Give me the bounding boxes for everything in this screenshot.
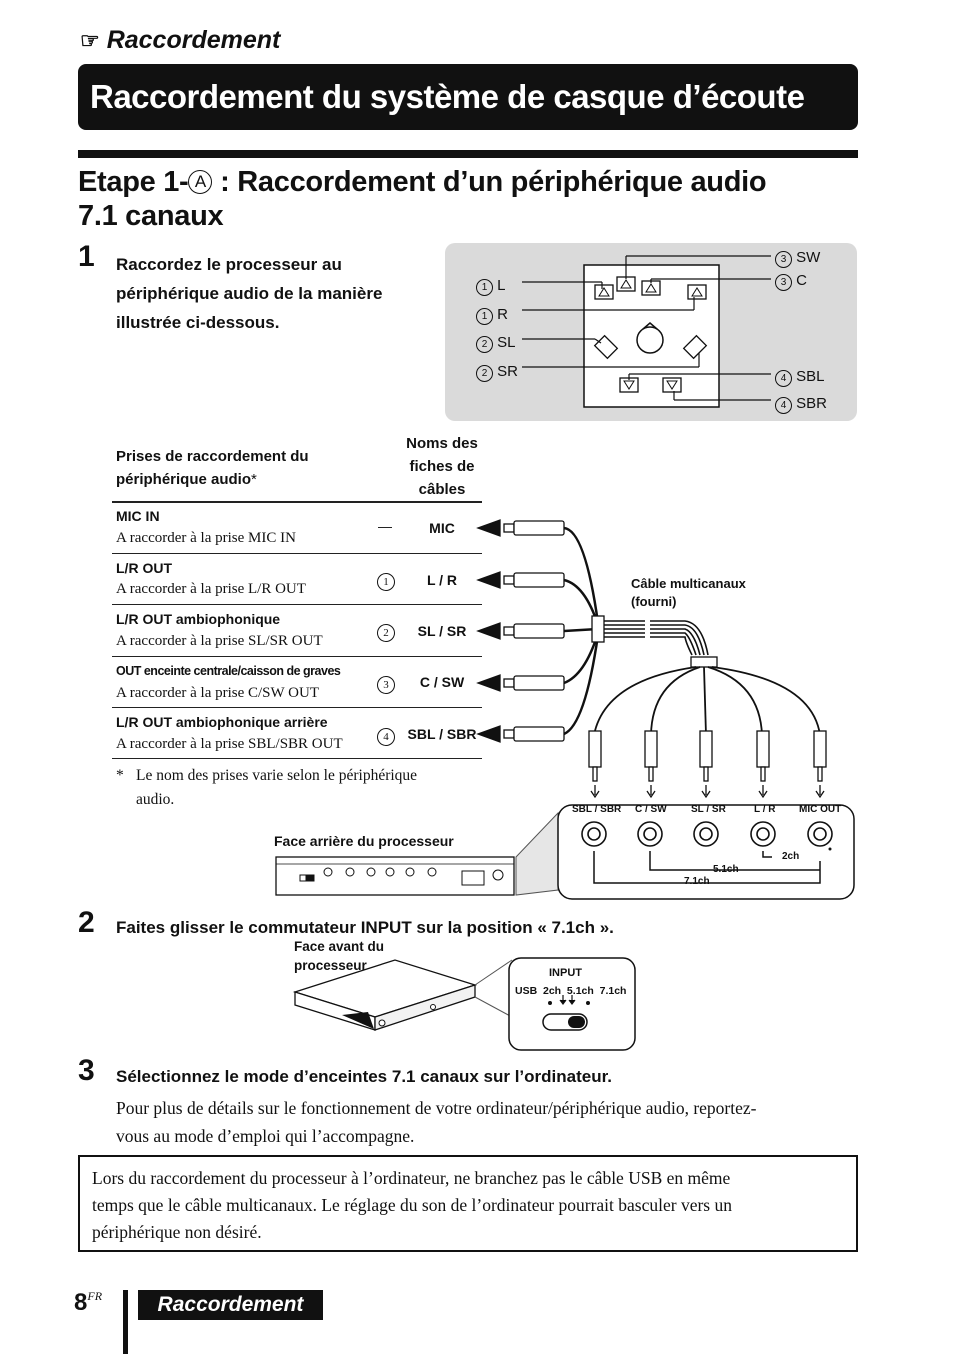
- plug-name-lr: L / R: [426, 572, 458, 588]
- label-R: 1 R: [476, 301, 518, 330]
- processor-rear-panel: [275, 804, 855, 900]
- front-panel-label: Face avant du processeur: [294, 939, 385, 973]
- heading-rule: [78, 150, 858, 158]
- label-SL: 2 SL: [476, 329, 518, 358]
- bracket-51ch: 5.1ch: [713, 864, 739, 875]
- bracket-71ch: 7.1ch: [684, 876, 710, 887]
- table-row-num: 1: [377, 573, 395, 591]
- label-C: 3 C: [775, 269, 820, 292]
- table-row-desc: A raccorder à la prise MIC IN: [116, 530, 296, 546]
- circled-letter: A: [188, 170, 213, 194]
- label-SBR: 4 SBR: [775, 390, 827, 417]
- plug-name-slsr: SL / SR: [417, 623, 467, 639]
- cable-label: Câble multicanaux (fourni): [631, 576, 746, 609]
- label-SW: 3 SW: [775, 246, 820, 269]
- table-row-title: L/R OUT ambiophonique arrière: [116, 714, 328, 730]
- section-label: Raccordement: [106, 26, 281, 54]
- speaker-left-labels: 1 L 1 R 2 SL 2 SR: [476, 272, 518, 386]
- table-row-desc: A raccorder à la prise C/SW OUT: [116, 685, 319, 701]
- table-row-title: MIC IN: [116, 508, 160, 524]
- step-heading: Etape 1-A : Raccordement d’un périphériq…: [78, 166, 767, 232]
- speaker-right-labels-bottom: 4 SBL 4 SBR: [775, 363, 827, 417]
- table-rule: [112, 707, 482, 708]
- table-footnote: * Le nom des prises varie selon le périp…: [116, 767, 418, 808]
- note-box: Lors du raccordement du processeur à l’o…: [78, 1155, 858, 1252]
- page-title-banner: Raccordement du système de casque d’écou…: [78, 64, 858, 130]
- table-rule: [112, 758, 482, 759]
- table-rule: [112, 656, 482, 657]
- plug-name-sblsbr: SBL / SBR: [407, 726, 477, 742]
- step2-instruction: Faites glisser le commutateur INPUT sur …: [116, 918, 614, 937]
- label-SBL: 4 SBL: [775, 363, 827, 390]
- table-row-title: L/R OUT: [116, 560, 172, 576]
- plug-name-mic: MIC: [429, 520, 455, 536]
- table-row-title: OUT enceinte centrale/caisson de graves: [116, 664, 341, 678]
- table-row-desc: A raccorder à la prise SBL/SBR OUT: [116, 736, 343, 752]
- table-row-desc: A raccorder à la prise SL/SR OUT: [116, 633, 323, 649]
- speaker-layout-graphic: [522, 255, 771, 408]
- table-row-num: 4: [377, 728, 395, 746]
- speaker-right-labels-top: 3 SW 3 C: [775, 246, 820, 292]
- label-L: 1 L: [476, 272, 518, 301]
- jack-label-sblsbr: SBL / SBR: [572, 804, 622, 815]
- table-header-col1: Prises de raccordement du périphérique a…: [116, 448, 309, 488]
- table-row-desc: A raccorder à la prise L/R OUT: [116, 581, 306, 597]
- section-header: ☞ Raccordement: [80, 26, 280, 55]
- step1-instructions: Raccordez le processeur au périphérique …: [116, 255, 383, 332]
- jack-label-slsr: SL / SR: [691, 804, 726, 815]
- table-rule: [112, 553, 482, 554]
- jack-label-lr: L / R: [754, 804, 776, 815]
- label-SR: 2 SR: [476, 358, 518, 387]
- step-number-2: 2: [78, 906, 95, 939]
- jack-label-csw: C / SW: [635, 804, 667, 815]
- input-switch-title: INPUT: [549, 967, 582, 979]
- table-row-num: 2: [377, 624, 395, 642]
- step3-title: Sélectionnez le mode d’enceintes 7.1 can…: [116, 1067, 612, 1086]
- output-jacks: [581, 821, 833, 884]
- table-rule: [112, 501, 482, 503]
- bracket-2ch: 2ch: [782, 851, 800, 862]
- footer-divider: [123, 1290, 128, 1354]
- table-rule: [112, 604, 482, 605]
- table-row-title: L/R OUT ambiophonique: [116, 611, 281, 627]
- table-row-dash: —: [378, 518, 392, 534]
- table-row-num: 3: [377, 676, 395, 694]
- page-number: 8FR: [74, 1289, 103, 1316]
- input-switch-options: USB 2ch 5.1ch 7.1ch: [515, 985, 627, 997]
- hand-pointing-icon: ☞: [80, 28, 100, 53]
- table-header-col2: Noms des fiches de câbles: [406, 435, 478, 498]
- step-number-3: 3: [78, 1054, 95, 1087]
- processor-rear-label: Face arrière du processeur: [274, 833, 454, 849]
- processor-front-illustration: [292, 957, 636, 1051]
- multichannel-cable-illustration: [476, 519, 827, 799]
- plug-name-csw: C / SW: [419, 674, 465, 690]
- step-number-1: 1: [78, 240, 95, 273]
- jack-label-micout: MIC OUT: [799, 804, 842, 815]
- footer-section-tag: Raccordement: [138, 1290, 323, 1320]
- step3-body: Pour plus de détails sur le fonctionneme…: [116, 1098, 757, 1146]
